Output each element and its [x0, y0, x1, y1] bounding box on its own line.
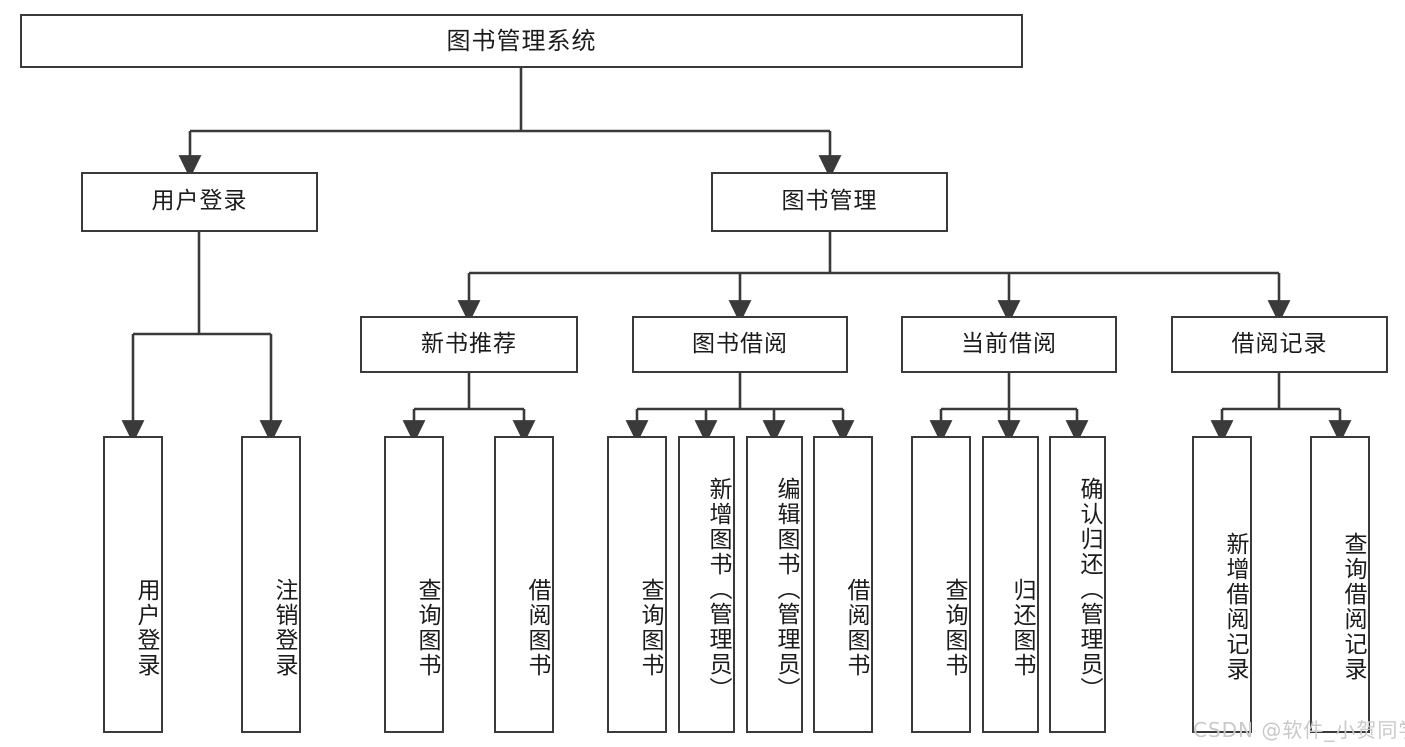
node-label: 借阅图书: [524, 577, 550, 678]
node-label: 新增图书（管理员）: [705, 477, 731, 702]
node-label: 查询图书: [414, 577, 440, 678]
node-book-borrow[interactable]: 图书借阅: [632, 316, 848, 373]
leaf-query-book-current[interactable]: 查询图书: [911, 436, 971, 733]
node-label: 借阅图书: [843, 577, 869, 678]
node-book-management[interactable]: 图书管理: [711, 172, 948, 232]
node-label: 图书管理系统: [446, 26, 597, 55]
node-root-system[interactable]: 图书管理系统: [20, 14, 1023, 68]
leaf-logout[interactable]: 注销登录: [241, 436, 301, 733]
leaf-query-borrow-record[interactable]: 查询借阅记录: [1310, 436, 1370, 733]
node-borrow-record[interactable]: 借阅记录: [1171, 316, 1388, 373]
node-label: 用户登录: [151, 188, 248, 215]
node-label: 当前借阅: [961, 330, 1057, 357]
node-label: 借阅记录: [1231, 330, 1328, 357]
node-label: 新书推荐: [421, 330, 517, 357]
leaf-query-book-recommend[interactable]: 查询图书: [384, 436, 444, 733]
leaf-borrow-book-recommend[interactable]: 借阅图书: [494, 436, 554, 733]
leaf-edit-book-admin[interactable]: 编辑图书（管理员）: [746, 436, 803, 733]
node-label: 查询借阅记录: [1340, 531, 1366, 682]
node-label: 图书管理: [781, 188, 878, 215]
node-label: 注销登录: [271, 577, 297, 678]
node-label: 编辑图书（管理员）: [773, 477, 799, 702]
node-label: 图书借阅: [692, 330, 788, 357]
leaf-add-book-admin[interactable]: 新增图书（管理员）: [678, 436, 735, 733]
node-current-borrow[interactable]: 当前借阅: [901, 316, 1117, 373]
node-label: 确认归还（管理员）: [1076, 477, 1102, 702]
node-label: 新增借阅记录: [1222, 531, 1248, 682]
node-new-book-recommend[interactable]: 新书推荐: [360, 316, 578, 373]
node-user-login[interactable]: 用户登录: [81, 172, 318, 232]
leaf-user-login[interactable]: 用户登录: [103, 436, 163, 733]
leaf-query-book-borrow[interactable]: 查询图书: [607, 436, 667, 733]
watermark-csdn: CSDN @软件_小贺同学: [1193, 718, 1405, 742]
leaf-add-borrow-record[interactable]: 新增借阅记录: [1192, 436, 1252, 733]
node-label: 查询图书: [941, 577, 967, 678]
node-label: 用户登录: [133, 577, 159, 678]
leaf-confirm-return-admin[interactable]: 确认归还（管理员）: [1049, 436, 1106, 733]
node-label: 查询图书: [637, 577, 663, 678]
node-label: 归还图书: [1009, 577, 1035, 678]
leaf-return-book[interactable]: 归还图书: [982, 436, 1039, 733]
leaf-borrow-book[interactable]: 借阅图书: [813, 436, 873, 733]
